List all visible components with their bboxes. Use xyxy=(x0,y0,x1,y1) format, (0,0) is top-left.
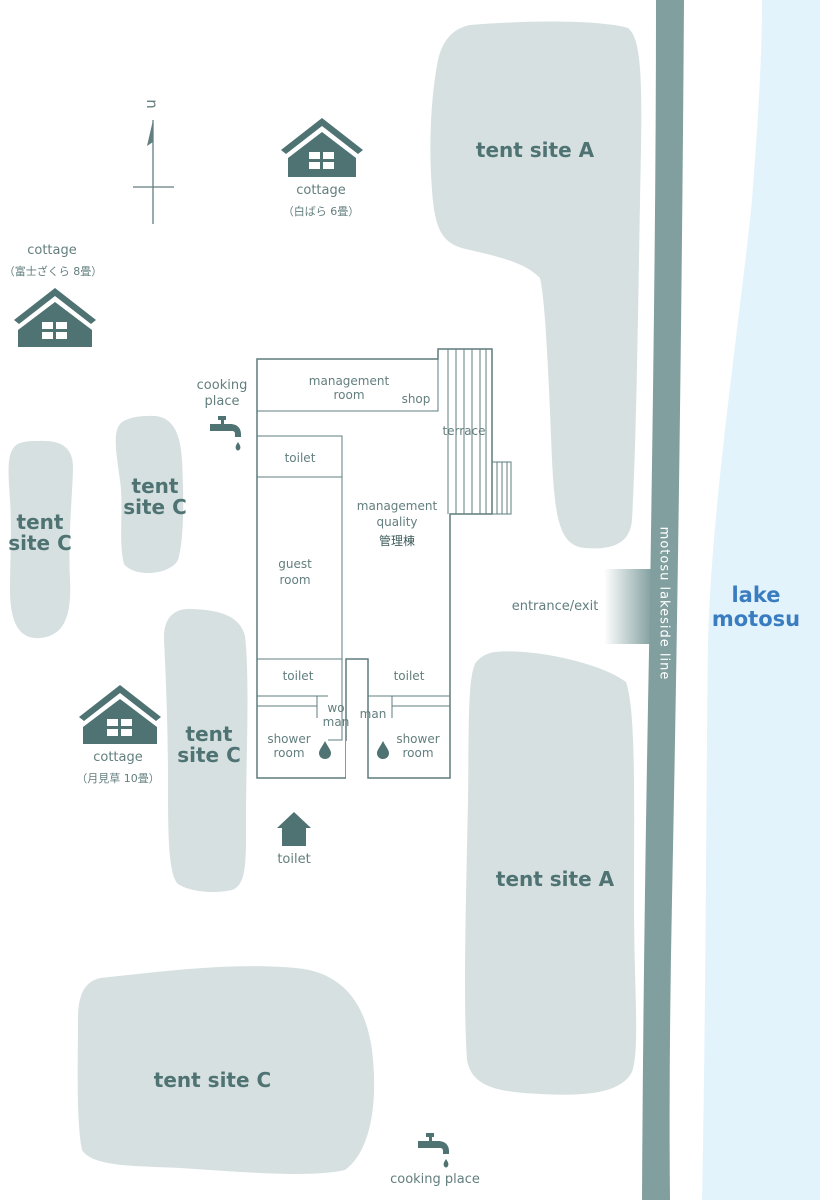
cottage-1-label: cottage xyxy=(296,183,346,198)
cottage-2-sub: （富士ざくら 8畳） xyxy=(3,265,103,278)
water-drop-icon xyxy=(319,741,331,759)
north-arrow-icon xyxy=(133,120,174,224)
tent-site-a-south-area[interactable] xyxy=(465,651,637,1095)
outdoor-toilet-label: toilet xyxy=(277,852,311,867)
shower-women-label: shower room xyxy=(267,732,311,760)
tent-site-a-north-area[interactable] xyxy=(430,21,642,549)
management-room-label: management room xyxy=(308,374,390,402)
north-label: n xyxy=(143,99,161,109)
shop-label: shop xyxy=(401,392,431,406)
lake-motosu-area xyxy=(702,0,820,1200)
tent-site-c-middle-label: tent site C xyxy=(177,722,241,767)
cottage-3-sub: （月見草 10畳） xyxy=(76,772,160,785)
cottage-3-label: cottage xyxy=(93,750,143,765)
toilet-women-label: toilet xyxy=(282,669,314,683)
toilet-top-label: toilet xyxy=(284,451,316,465)
tent-site-c-upper-mid-label: tent site C xyxy=(123,474,187,519)
cottage-3-house-icon[interactable] xyxy=(77,683,163,745)
tent-site-c-left-area[interactable] xyxy=(8,440,74,639)
entrance-path xyxy=(604,569,652,644)
shower-men-label: shower room xyxy=(396,732,440,760)
outdoor-toilet-house-icon[interactable] xyxy=(276,811,312,847)
cooking-place-1-label: cooking place xyxy=(196,378,248,409)
tent-site-c-left-label: tent site C xyxy=(8,510,72,555)
tent-site-c-bottom-label: tent site C xyxy=(153,1068,272,1092)
cottage-1-house-icon[interactable] xyxy=(279,116,365,178)
tent-site-a-south-label: tent site A xyxy=(495,867,615,891)
tent-site-a-north-label: tent site A xyxy=(475,138,595,162)
cottage-2-label: cottage xyxy=(27,243,77,258)
motosu-lakeside-road xyxy=(642,0,684,1200)
man-label: man xyxy=(359,707,387,721)
road-label: motosu lakeside line xyxy=(656,526,672,681)
tent-site-c-bottom-area[interactable] xyxy=(77,966,375,1174)
water-drop-icon xyxy=(377,741,389,759)
management-quality-label: management quality xyxy=(356,499,438,529)
terrace-label: terrace xyxy=(442,424,486,438)
entrance-exit-label: entrance/exit xyxy=(511,599,599,614)
building-interior-lines xyxy=(257,349,512,778)
woman-label: wo man xyxy=(322,701,350,729)
cooking-place-2-label: cooking place xyxy=(390,1172,480,1187)
guest-room-label: guest room xyxy=(278,557,312,587)
management-building-jp-label: 管理棟 xyxy=(378,534,415,548)
cottage-1-sub: （白ばら 6畳） xyxy=(282,205,360,218)
cooking-place-2-faucet-icon[interactable] xyxy=(416,1131,452,1169)
cooking-place-1-faucet-icon[interactable] xyxy=(208,414,244,452)
tent-site-c-upper-mid-area[interactable] xyxy=(115,415,184,574)
cottage-2-house-icon[interactable] xyxy=(12,286,98,348)
lake-motosu-label: lake motosu xyxy=(711,583,801,631)
toilet-men-label: toilet xyxy=(393,669,425,683)
tent-site-c-middle-area[interactable] xyxy=(163,608,248,892)
